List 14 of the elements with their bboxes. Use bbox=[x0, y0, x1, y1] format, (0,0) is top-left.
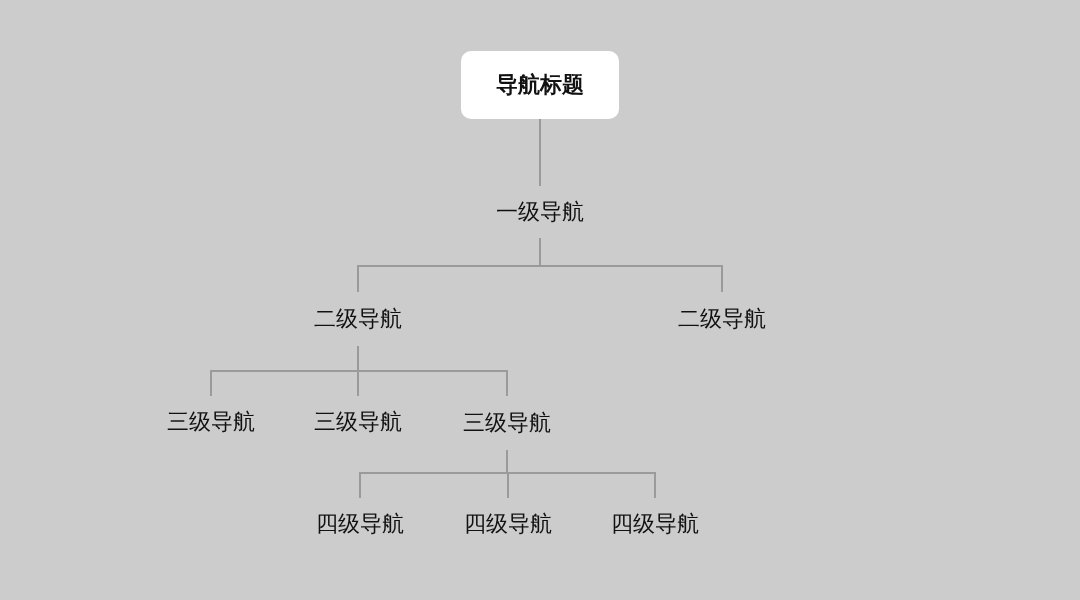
node-label: 三级导航 bbox=[463, 409, 551, 437]
node-label: 四级导航 bbox=[316, 510, 404, 538]
node-label: 二级导航 bbox=[314, 305, 402, 333]
node-label: 一级导航 bbox=[496, 198, 584, 226]
node-label: 导航标题 bbox=[496, 71, 584, 99]
connector-line bbox=[357, 345, 508, 397]
connector-line bbox=[539, 118, 541, 187]
node-label: 三级导航 bbox=[167, 408, 255, 436]
node-label: 四级导航 bbox=[464, 510, 552, 538]
connector-line bbox=[539, 237, 723, 293]
node-label: 三级导航 bbox=[314, 408, 402, 436]
node-label: 四级导航 bbox=[611, 510, 699, 538]
node-label: 二级导航 bbox=[678, 305, 766, 333]
title-box bbox=[461, 51, 619, 119]
